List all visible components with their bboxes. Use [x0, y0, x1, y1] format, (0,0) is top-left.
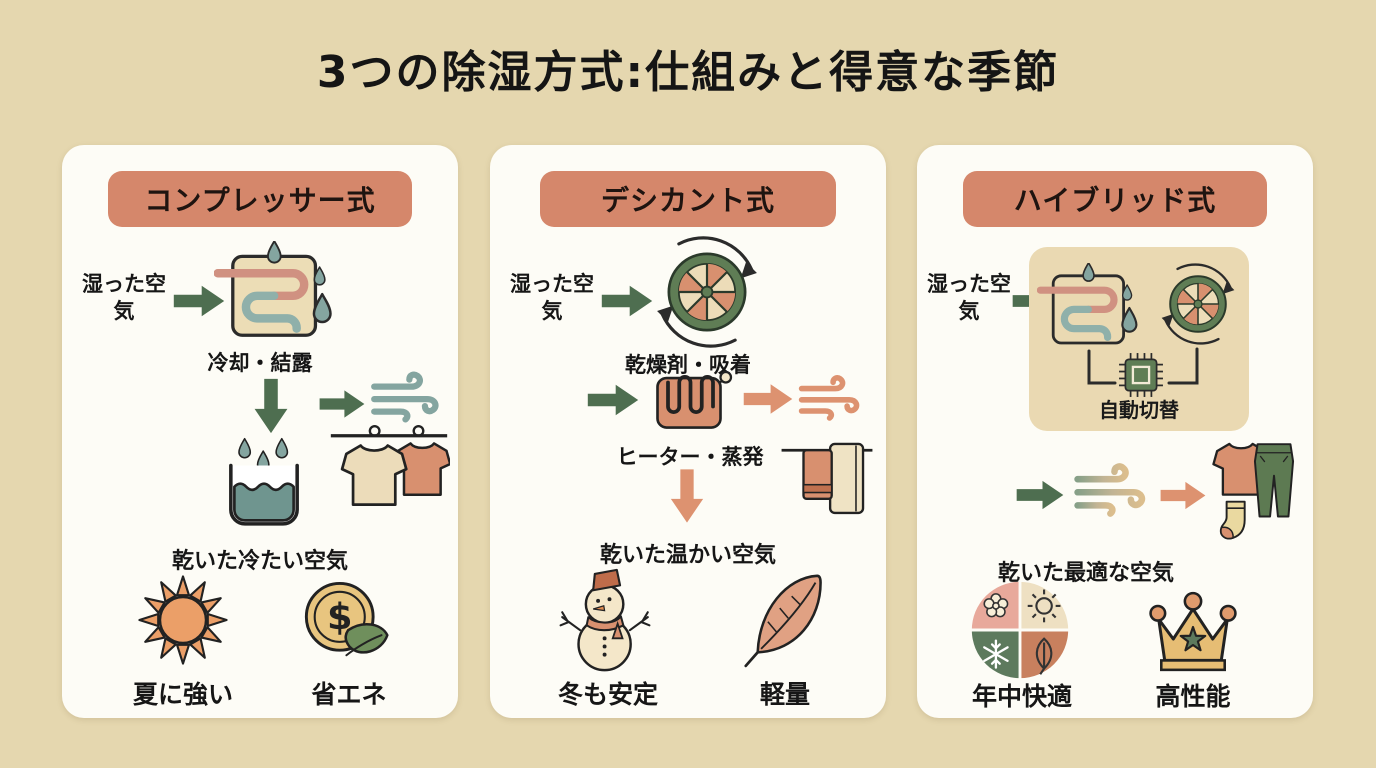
card-compressor: コンプレッサー式 湿った空気 冷却・結露 乾いた冷たい空気 夏に強い 省エネ — [62, 145, 458, 718]
dry-warm-air-label: 乾いた温かい空気 — [599, 543, 776, 568]
feature-winter-label: 冬も安定 — [557, 680, 658, 709]
cooling-coil-icon — [214, 241, 338, 345]
cool-wind-icon — [368, 365, 446, 427]
card-hybrid: ハイブリッド式 湿った空気 自動切替 乾いた最適な空気 年中快適 高性能 — [917, 145, 1313, 718]
feature-summer-label: 夏に強い — [132, 680, 233, 709]
dry-optimal-air-label: 乾いた最適な空気 — [997, 561, 1174, 586]
clothesline-shirts-icon — [328, 423, 450, 525]
auto-switch-label: 自動切替 — [1099, 398, 1179, 422]
card-hybrid-title-badge: ハイブリッド式 — [963, 171, 1267, 227]
warm-wind-icon — [796, 367, 866, 427]
desiccant-rotor-icon — [648, 233, 766, 351]
green-arrow-right-icon — [586, 381, 640, 419]
towels-icon — [780, 437, 874, 523]
water-tank-icon — [222, 435, 306, 535]
optimal-wind-icon — [1071, 455, 1153, 523]
feature-performance-label: 高性能 — [1155, 682, 1231, 711]
snowman-icon — [554, 565, 656, 675]
salmon-arrow-right-icon — [742, 381, 794, 417]
feature-lightweight-label: 軽量 — [759, 680, 810, 709]
green-arrow-right-icon — [600, 282, 654, 320]
connector-lines — [1087, 347, 1199, 385]
green-arrow-right-icon — [1015, 477, 1065, 513]
salmon-arrow-right-icon — [1159, 479, 1207, 512]
card-desiccant-title-badge: デシカント式 — [540, 171, 836, 227]
green-arrow-right-icon — [318, 387, 366, 421]
auto-switch-box: 自動切替 — [1029, 247, 1249, 431]
humid-air-label: 湿った空気 — [82, 272, 166, 324]
dry-cold-air-label: 乾いた冷たい空気 — [171, 549, 348, 574]
sun-icon — [136, 573, 230, 667]
coin-leaf-icon — [298, 575, 394, 667]
cooling-condensation-label: 冷却・結露 — [207, 351, 313, 375]
salmon-arrow-down-icon — [668, 467, 706, 525]
green-arrow-down-icon — [250, 377, 292, 435]
page-title: 3つの除湿方式:仕組みと得意な季節 — [316, 47, 1060, 98]
heater-icon — [650, 367, 734, 437]
pants-icon — [1251, 439, 1297, 523]
heater-evaporation-label: ヒーター・蒸発 — [616, 445, 764, 469]
feature-all-year-label: 年中快適 — [971, 682, 1072, 711]
card-compressor-title-badge: コンプレッサー式 — [108, 171, 412, 227]
humid-air-label: 湿った空気 — [927, 272, 1011, 324]
feature-eco-label: 省エネ — [311, 680, 387, 709]
humid-air-label: 湿った空気 — [510, 272, 594, 324]
card-desiccant: デシカント式 湿った空気 乾燥剤・吸着 ヒーター・蒸発 乾いた温かい空気 冬も安… — [490, 145, 886, 718]
feather-icon — [742, 569, 832, 671]
crown-icon — [1141, 585, 1245, 681]
four-seasons-icon — [967, 577, 1073, 683]
sock-icon — [1215, 499, 1255, 547]
